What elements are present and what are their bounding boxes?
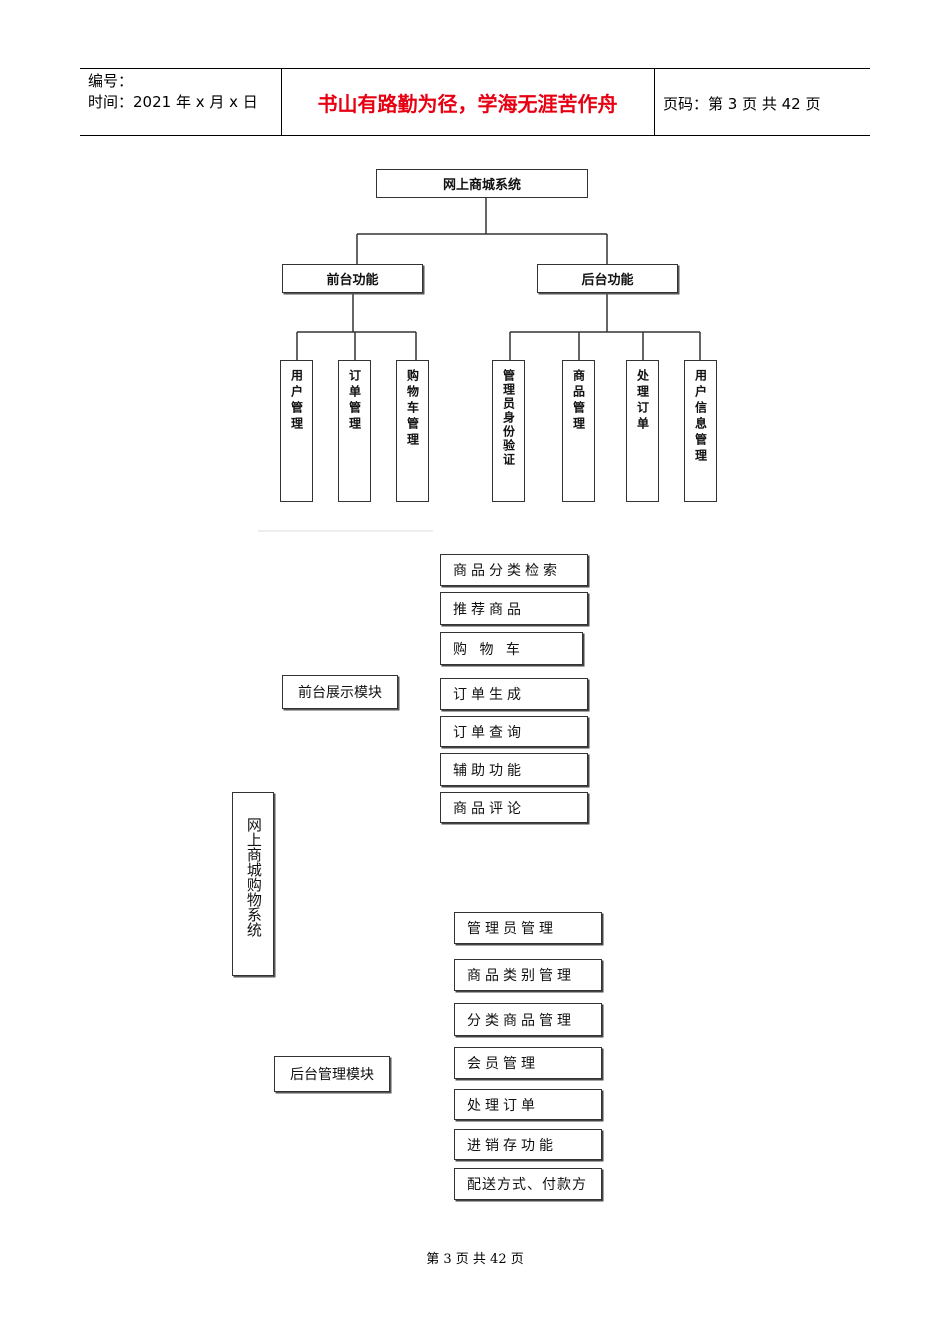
tree-leaf-node: 用户管理 bbox=[280, 360, 313, 502]
tree-leaf-label: 用户信息管理 bbox=[693, 369, 708, 465]
back-item-label: 处理订单 bbox=[467, 1097, 539, 1114]
system-node: 网上商城购物系统 bbox=[232, 792, 274, 976]
header-divider bbox=[654, 68, 655, 136]
back-item-label: 会员管理 bbox=[467, 1056, 539, 1072]
time-label: 时间：2021 年 x 月 x 日 bbox=[88, 93, 258, 111]
front-item: 辅助功能 bbox=[440, 753, 588, 786]
header-bottom-rule bbox=[80, 135, 870, 136]
tree-leaf-node: 商品管理 bbox=[562, 360, 595, 502]
back-item: 商品类别管理 bbox=[454, 959, 602, 991]
front-item: 订单查询 bbox=[440, 716, 588, 747]
tree-root-node: 网上商城系统 bbox=[376, 169, 588, 198]
front-module-label: 前台展示模块 bbox=[298, 685, 382, 701]
header-divider bbox=[281, 68, 282, 136]
back-item-label: 分类商品管理 bbox=[467, 1012, 575, 1029]
back-item-label: 进销存功能 bbox=[467, 1137, 557, 1154]
front-item: 商品分类检索 bbox=[440, 554, 588, 586]
tree-root-label: 网上商城系统 bbox=[442, 178, 521, 193]
tree-back-node: 后台功能 bbox=[537, 264, 678, 293]
tree-leaf-label: 订单管理 bbox=[347, 369, 362, 433]
header-motto: 书山有路勤为径，学海无涯苦作舟 bbox=[317, 92, 618, 116]
front-item-label: 辅助功能 bbox=[453, 762, 525, 779]
header-page-info: 页码：第 3 页 共 42 页 bbox=[663, 95, 821, 113]
front-item: 商品评论 bbox=[440, 792, 588, 823]
back-item: 会员管理 bbox=[454, 1047, 602, 1079]
back-item: 分类商品管理 bbox=[454, 1003, 602, 1036]
tree-leaf-label: 管理员身份验证 bbox=[501, 369, 516, 467]
front-item: 购 物 车 bbox=[440, 632, 583, 665]
tree-leaf-node: 订单管理 bbox=[338, 360, 371, 502]
back-item: 管理员管理 bbox=[454, 912, 602, 944]
faint-rule bbox=[258, 530, 433, 532]
back-item: 处理订单 bbox=[454, 1089, 602, 1120]
system-label: 网上商城购物系统 bbox=[244, 817, 263, 937]
front-item: 推荐商品 bbox=[440, 592, 588, 625]
front-item-label: 推荐商品 bbox=[453, 601, 525, 618]
tree-leaf-node: 处理订单 bbox=[626, 360, 659, 502]
page-footer: 第 3 页 共 42 页 bbox=[426, 1252, 524, 1267]
tree-back-label: 后台功能 bbox=[581, 273, 634, 288]
back-module-node: 后台管理模块 bbox=[274, 1056, 390, 1092]
tree-leaf-node: 管理员身份验证 bbox=[492, 360, 525, 502]
front-item: 订单生成 bbox=[440, 678, 588, 710]
tree-front-node: 前台功能 bbox=[282, 264, 423, 293]
tree-leaf-node: 购物车管理 bbox=[396, 360, 429, 502]
tree-leaf-label: 购物车管理 bbox=[405, 369, 420, 449]
front-item-label: 订单生成 bbox=[453, 687, 525, 703]
back-item: 进销存功能 bbox=[454, 1129, 602, 1160]
front-item-label: 订单查询 bbox=[453, 724, 525, 741]
back-item-label: 商品类别管理 bbox=[467, 968, 575, 984]
tree-leaf-label: 用户管理 bbox=[289, 369, 304, 433]
back-item: 配送方式、付款方 bbox=[454, 1168, 602, 1200]
back-item-label: 配送方式、付款方 bbox=[467, 1177, 587, 1193]
number-label: 编号： bbox=[88, 72, 134, 90]
back-module-label: 后台管理模块 bbox=[290, 1067, 374, 1083]
front-item-label: 商品分类检索 bbox=[453, 563, 561, 579]
front-item-label: 商品评论 bbox=[453, 800, 525, 817]
header-top-rule bbox=[80, 68, 870, 69]
tree-leaf-label: 商品管理 bbox=[571, 369, 586, 433]
front-item-label: 购 物 车 bbox=[453, 641, 524, 658]
tree-leaf-label: 处理订单 bbox=[635, 369, 650, 433]
back-item-label: 管理员管理 bbox=[467, 921, 557, 937]
tree-leaf-node: 用户信息管理 bbox=[684, 360, 717, 502]
front-module-node: 前台展示模块 bbox=[282, 675, 398, 709]
header-meta: 编号： 时间：2021 年 x 月 x 日 bbox=[88, 71, 258, 113]
tree-front-label: 前台功能 bbox=[326, 273, 379, 288]
